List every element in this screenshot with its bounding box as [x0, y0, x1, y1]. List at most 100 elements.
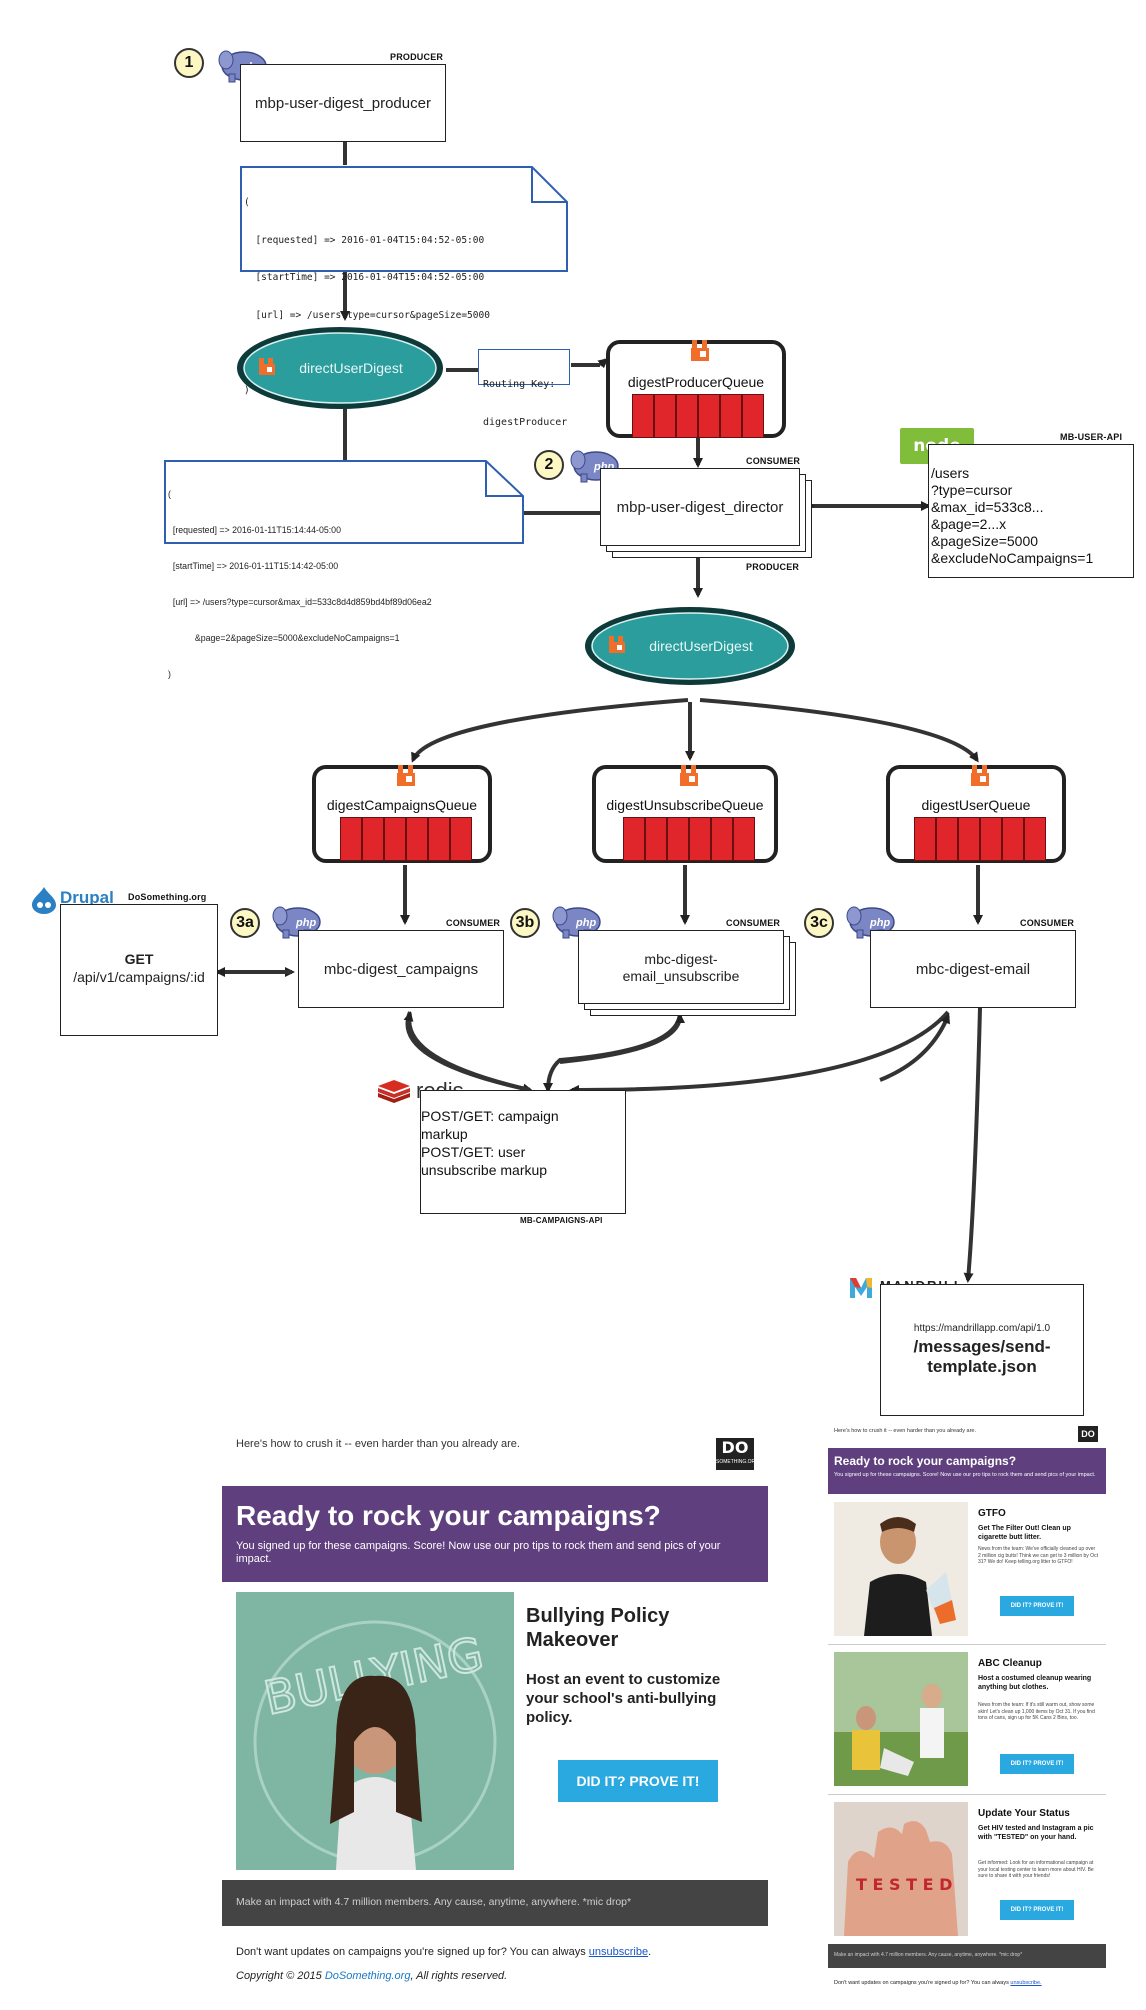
arrow-exchange2-user-queue — [699, 698, 979, 763]
users-api-tag: MB-USER-API — [1060, 432, 1123, 442]
drupal-logo-text: Drupal — [60, 888, 114, 907]
desc-line: policy. — [526, 1709, 573, 1726]
title-line: Makeover — [526, 1629, 619, 1651]
endpoint-line: template.json — [927, 1357, 1037, 1376]
endpoint-line: /messages/send- — [913, 1337, 1051, 1356]
routing-key-box: Routing Key: digestProducer — [478, 349, 570, 428]
svg-text:php: php — [869, 917, 890, 929]
php-elephant-icon: php — [842, 900, 898, 940]
consumer-3c-tag: CONSUMER — [1020, 918, 1075, 928]
email-preheader: Here's how to crush it -- even harder th… — [236, 1438, 520, 1450]
redis-line: unsubscribe markup — [421, 1162, 548, 1178]
api-line: &page=2...x — [931, 516, 1007, 532]
email-small-impact-footer: Make an impact with 4.7 million members.… — [828, 1944, 1106, 1968]
queue-cells — [914, 817, 1046, 861]
svg-text:php: php — [575, 917, 596, 929]
email-hero-banner: Ready to rock your campaigns? You signed… — [222, 1486, 768, 1582]
drupal-path: /api/v1/campaigns/:id — [73, 969, 205, 985]
users-api-lines: /users ?type=cursor &max_id=533c8... &pa… — [931, 465, 1093, 567]
email-unsubscribe-line: Don't want updates on campaigns you're s… — [236, 1946, 652, 1958]
dosomething-logo-text: DO — [721, 1438, 749, 1457]
mandrill-url: https://mandrillapp.com/api/1.0 — [913, 1323, 1051, 1334]
title-line: Bullying Policy — [526, 1605, 670, 1627]
arrow-email-redis — [579, 1010, 950, 1092]
digest-campaigns-consumer-label: mbc-digest_campaigns — [323, 961, 479, 978]
svg-text:T E S T E D: T E S T E D — [856, 1875, 952, 1894]
prove-it-button-small[interactable]: DID IT? PROVE IT! — [1000, 1900, 1074, 1920]
producer-payload-note: ( [requested] => 2016-01-04T15:04:52-05:… — [240, 166, 568, 396]
divider — [828, 1794, 1106, 1795]
label-line: email_unsubscribe — [622, 968, 740, 984]
digest-email-consumer: mbc-digest-email — [870, 930, 1076, 1008]
note-line: [url] => /users?type=cursor&pageSize=500… — [244, 309, 490, 321]
dosomething-link[interactable]: DoSomething.org — [324, 1970, 411, 1982]
note-line: ) — [244, 384, 250, 396]
step-3a-badge: 3a — [230, 908, 260, 938]
note-line: [startTime] => 2016-01-11T15:14:42-05:00 — [168, 561, 339, 571]
campaign-gtfo-body: News from the team: We've officially cle… — [978, 1546, 1098, 1565]
note-line: &page=2&pageSize=5000&excludeNoCampaigns… — [168, 633, 400, 643]
note-line: ( — [168, 489, 171, 499]
drupal-method: GET — [124, 951, 154, 967]
email-subhead: You signed up for these campaigns. Score… — [236, 1540, 721, 1565]
email-preview-large: Here's how to crush it -- even harder th… — [222, 1418, 768, 2008]
queue-cells — [623, 817, 755, 861]
copyright-suffix: , All rights reserved. — [410, 1970, 508, 1982]
digest-user-queue: digestUserQueue — [886, 765, 1066, 863]
note-line: ) — [168, 669, 171, 679]
email-small-preheader: Here's how to crush it -- even harder th… — [834, 1428, 976, 1434]
rabbitmq-icon — [608, 636, 626, 654]
unsubscribe-link[interactable]: unsubscribe. — [1010, 1980, 1042, 1986]
digest-unsubscribe-consumer-label: mbc-digest- email_unsubscribe — [579, 951, 783, 985]
redis-box: POST/GET: campaign markup POST/GET: user… — [420, 1090, 626, 1214]
campaign-title: Bullying Policy Makeover — [526, 1604, 669, 1652]
desc-line: Host an event to customize — [526, 1671, 721, 1688]
email-small-subhead: You signed up for these campaigns. Score… — [834, 1472, 1096, 1478]
queue-cells — [632, 394, 764, 438]
director-payload-note: ( [requested] => 2016-01-11T15:14:44-05:… — [164, 460, 524, 679]
redis-lines: POST/GET: campaign markup POST/GET: user… — [421, 1107, 559, 1179]
producer-tag: PRODUCER — [390, 52, 444, 62]
dosomething-logo-small: DO — [1078, 1426, 1098, 1442]
users-api-box: /users ?type=cursor &max_id=533c8... &pa… — [928, 444, 1134, 578]
exchange-2: directUserDigest — [582, 604, 798, 688]
exchange-1-label: directUserDigest — [299, 360, 403, 376]
director-note-lines: ( [requested] => 2016-01-11T15:14:44-05:… — [168, 464, 432, 704]
unsubscribe-text: Don't want updates on campaigns you're s… — [236, 1946, 586, 1958]
api-line: ?type=cursor — [931, 482, 1013, 498]
campaign-photo-abc-cleanup — [834, 1652, 968, 1786]
director-box: mbp-user-digest_director — [600, 468, 800, 546]
mandrill-endpoint: /messages/send- template.json — [881, 1337, 1083, 1377]
campaign-status-desc: Get HIV tested and Instagram a pic with … — [978, 1825, 1094, 1841]
prove-it-button[interactable]: DID IT? PROVE IT! — [558, 1760, 718, 1802]
arrow-email-mandrill — [963, 1007, 982, 1283]
digest-unsubscribe-consumer: mbc-digest- email_unsubscribe — [578, 930, 784, 1004]
api-line: &excludeNoCampaigns=1 — [931, 550, 1094, 566]
email-headline: Ready to rock your campaigns? — [236, 1500, 661, 1531]
drupal-logo: Drupal — [30, 884, 122, 914]
copyright-text: Copyright © 2015 — [236, 1970, 322, 1982]
campaign-status-title: Update Your Status — [978, 1808, 1070, 1819]
step-2-badge: 2 — [534, 450, 564, 480]
unsubscribe-link[interactable]: unsubscribe — [588, 1946, 649, 1958]
email-impact-footer: Make an impact with 4.7 million members.… — [222, 1880, 768, 1926]
digest-producer-queue-label: digestProducerQueue — [627, 374, 765, 390]
director-label: mbp-user-digest_director — [616, 499, 784, 516]
rabbitmq-icon — [690, 340, 710, 362]
step-1-badge: 1 — [174, 48, 204, 78]
redis-line: markup — [421, 1126, 468, 1142]
email-preview-small: Here's how to crush it -- even harder th… — [828, 1418, 1106, 2008]
digest-email-consumer-label: mbc-digest-email — [915, 961, 1031, 978]
queue-cells — [340, 817, 472, 861]
digest-campaigns-consumer: mbc-digest_campaigns — [298, 930, 504, 1008]
consumer-3b-tag: CONSUMER — [726, 918, 781, 928]
dosomething-logo: DO SOMETHING.ORG — [716, 1438, 759, 1470]
prove-it-button-small[interactable]: DID IT? PROVE IT! — [1000, 1754, 1074, 1774]
note-line: [url] => /users?type=cursor&max_id=533c8… — [168, 597, 432, 607]
director-consumer-tag: CONSUMER — [746, 456, 801, 466]
email-small-headline: Ready to rock your campaigns? — [834, 1454, 1017, 1468]
campaign-description: Host an event to customize your school's… — [526, 1670, 720, 1727]
prove-it-button-small[interactable]: DID IT? PROVE IT! — [1000, 1596, 1074, 1616]
digest-campaigns-queue: digestCampaignsQueue — [312, 765, 492, 863]
